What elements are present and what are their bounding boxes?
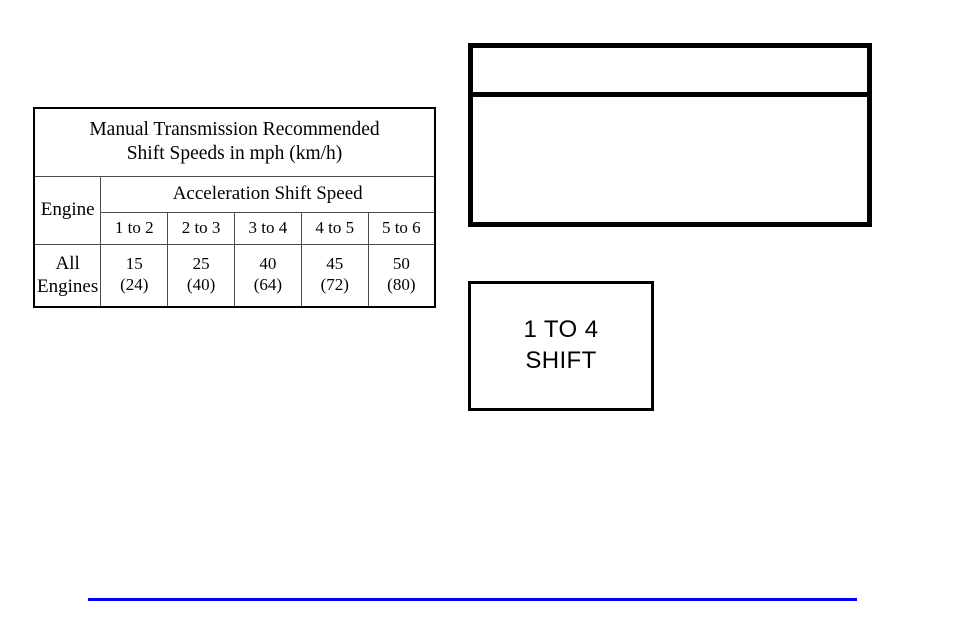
cell-value-kmh: (72): [320, 274, 349, 294]
shift-indicator-caption-line1: 1 TO 4: [523, 316, 599, 344]
shift-indicator-caption: 1 TO 4 SHIFT: [524, 315, 599, 376]
table-row: All Engines 15 (24) 25 (40) 40 (64) 45: [33, 243, 436, 308]
column-header-3-to-4: 3 to 4: [233, 211, 302, 245]
illustration-frame-top: [468, 43, 872, 227]
table-title-row: Manual Transmission Recommended Shift Sp…: [34, 108, 435, 177]
cell-shift-3-to-4: 40 (64): [233, 243, 302, 308]
cell-shift-1-to-2: 15 (24): [100, 243, 169, 308]
cell-value-mph: 15: [125, 254, 143, 273]
cell-shift-2-to-3: 25 (40): [167, 243, 235, 308]
cell-value-mph: 25: [192, 254, 210, 273]
illustration-frame-divider: [473, 92, 867, 97]
cell-shift-4-to-5: 45 (72): [300, 243, 369, 308]
cell-value-mph: 45: [326, 254, 344, 273]
column-header-4-to-5: 4 to 5: [300, 211, 369, 245]
column-header-2-to-3: 2 to 3: [167, 211, 235, 245]
table-title-line1: Manual Transmission Recommended: [89, 119, 380, 140]
footer-divider-rule: [88, 598, 857, 601]
cell-value-kmh: (80): [387, 274, 416, 294]
shift-indicator-caption-line2: SHIFT: [525, 347, 597, 374]
cell-value-mph: 50: [392, 254, 410, 273]
cell-value-kmh: (64): [253, 274, 283, 294]
shift-speed-table: Manual Transmission Recommended Shift Sp…: [33, 107, 436, 308]
row-header-all-engines: All Engines: [33, 243, 102, 308]
row-header-line1: All: [55, 252, 80, 274]
table-group-header-row: Engine Acceleration Shift Speed: [33, 175, 436, 245]
table-title-line2: Shift Speeds in mph (km/h): [126, 142, 343, 164]
cell-value-kmh: (24): [120, 274, 149, 294]
column-header-5-to-6: 5 to 6: [367, 211, 436, 245]
cell-value-mph: 40: [259, 254, 277, 273]
illustration-frame-shift-indicator: 1 TO 4 SHIFT: [468, 281, 654, 411]
table-column-header-row: 1 to 2 2 to 3 3 to 4 4 to 5 5 to 6: [34, 211, 436, 245]
column-group-header-acceleration-shift-speed: Acceleration Shift Speed: [100, 175, 436, 213]
shift-speed-table-container: Manual Transmission Recommended Shift Sp…: [33, 107, 436, 308]
row-header-line2: Engines: [37, 275, 99, 297]
cell-shift-5-to-6: 50 (80): [367, 243, 436, 308]
column-header-engine: Engine: [33, 175, 102, 245]
column-header-1-to-2: 1 to 2: [100, 211, 169, 245]
table-title-cell: Manual Transmission Recommended Shift Sp…: [34, 108, 435, 177]
cell-value-kmh: (40): [186, 274, 216, 294]
